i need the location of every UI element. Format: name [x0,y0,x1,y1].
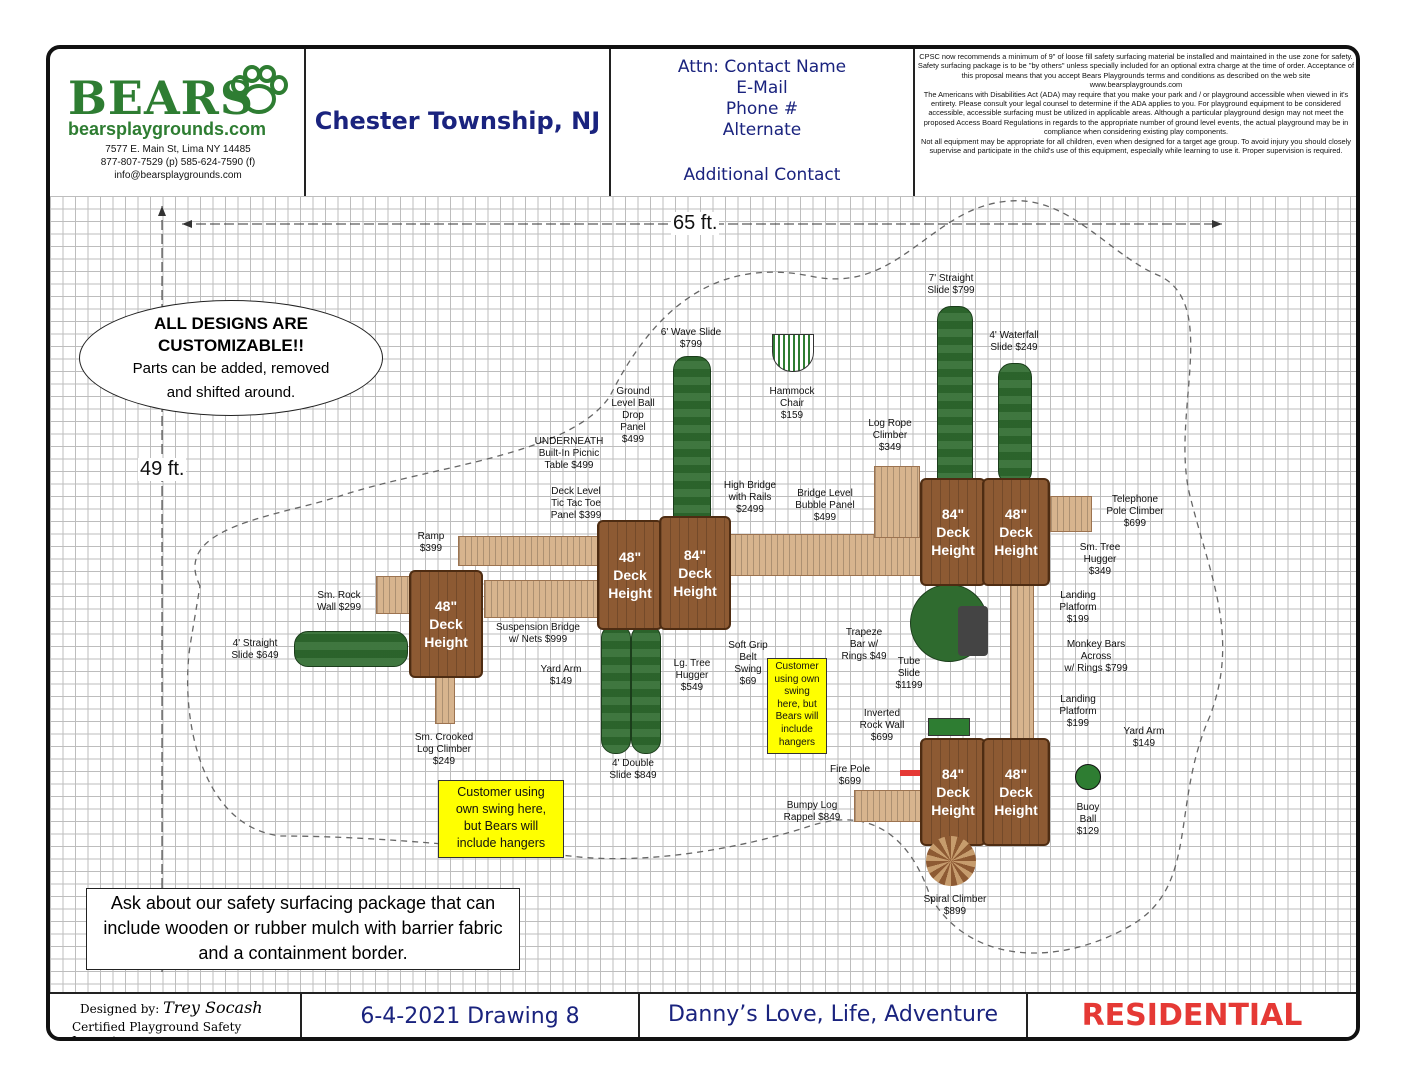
surfacing-note: Ask about our safety surfacing package t… [86,888,520,970]
ramp [458,536,606,566]
paw-icon [231,65,288,114]
label-tree-hugger-sm: Sm. Tree Hugger $349 [1079,542,1121,577]
label-buoy: Buoy Ball $129 [1076,802,1100,837]
label-grip-swing: Soft Grip Belt Swing $69 [728,640,768,687]
deck-right-top-48: 48" Deck Height [982,478,1050,586]
wave-slide [673,356,711,530]
plan-grid: 65 ft. 49 ft. ALL DESIGNS ARE CUSTOMIZAB… [50,196,1356,992]
deck-left: 48" Deck Height [409,570,483,678]
drawing-block: 6-4-2021 Drawing 8 [302,994,640,1037]
double-slide-right [631,624,661,754]
contact-block: Attn: Contact Name E-Mail Phone # Altern… [611,49,915,196]
customizable-callout: ALL DESIGNS ARE CUSTOMIZABLE!! Parts can… [79,300,383,416]
label-landing-1: Landing Platform $199 [1059,590,1097,625]
label-inverted-rock: Inverted Rock Wall $699 [859,708,905,743]
label-waterfall: 4' Waterfall Slide $249 [989,330,1039,353]
label-crooked-log: Sm. Crooked Log Climber $249 [414,732,474,767]
label-suspension: Suspension Bridge w/ Nets $999 [496,622,580,645]
customizable-body: Parts can be added, removed and shifted … [132,360,330,401]
deck-right-bot-48: 48" Deck Height [982,738,1050,846]
contact-attn: Attn: Contact Name [677,57,847,77]
hammock-chair [772,334,814,372]
label-fire-pole: Fire Pole $699 [829,764,870,787]
crooked-log-climber [435,674,455,724]
label-bumpy-log: Bumpy Log Rappel $849 [783,800,841,823]
designer-name: Trey Socash [163,998,263,1017]
deck-right-top-84: 84" Deck Height [920,478,986,586]
designed-by-label: Designed by: [80,1002,160,1016]
phone-fax: 877-807-7529 (p) 585-624-7590 (f) [100,157,256,168]
label-rock-wall: Sm. Rock Wall $299 [316,590,362,613]
rock-wall [376,576,412,614]
title-block: BEARS bearsplaygrounds.com 7577 E. Main … [50,49,1356,198]
label-log-rope: Log Rope Climber $349 [868,418,912,453]
drawing-frame: BEARS bearsplaygrounds.com 7577 E. Main … [46,45,1360,1041]
location-title: Chester Township, NJ [314,107,601,135]
deck-center-48: 48" Deck Height [597,520,663,630]
designer-title: Certified Playground Safety Inspector [72,1020,242,1041]
log-rope-climber [874,466,920,538]
inverted-rock-wall [928,718,970,736]
swing-note-center: Customer using own swing here, but Bears… [767,658,827,754]
label-telephone: Telephone Pole Climber $699 [1106,494,1164,529]
swing-note-left: Customer using own swing here, but Bears… [438,780,564,858]
label-straight-slide-4: 4' Straight Slide $649 [231,638,279,661]
safety-disclaimer: CPSC now recommends a minimum of 9" of l… [917,52,1355,156]
label-tictactoe: Deck Level Tic Tac Toe Panel $399 [550,486,602,521]
drawing-title: 6-4-2021 Drawing 8 [360,1004,580,1029]
contact-phone: Phone # [725,99,799,119]
label-ball-drop: Ground Level Ball Drop Panel $499 [611,386,655,445]
designer-block: Designed by: Trey Socash Certified Playg… [50,994,302,1041]
location-block: Chester Township, NJ [306,49,611,196]
spiral-climber [926,836,976,886]
label-yard-arm-right: Yard Arm $149 [1123,726,1165,749]
brand-logo: BEARS [68,71,255,125]
project-name: Danny’s Love, Life, Adventure [667,1002,999,1027]
label-hammock: Hammock Chair $159 [769,386,815,421]
monkey-bars [1010,576,1034,760]
deck-center-84: 84" Deck Height [659,516,731,630]
email: info@bearsplaygrounds.com [114,170,242,181]
telephone-pole-climber [1050,496,1092,532]
width-dimension: 65 ft. [671,212,720,235]
straight-slide-4ft [294,631,408,667]
label-bubble: Bridge Level Bubble Panel $499 [795,488,855,523]
project-block: Danny’s Love, Life, Adventure [640,994,1028,1037]
label-tube-slide: Tube Slide $1199 [895,656,923,691]
address: 7577 E. Main St, Lima NY 14485 [105,144,251,155]
label-monkey-bars: Monkey Bars Across w/ Rings $799 [1064,639,1128,674]
label-picnic: UNDERNEATH Built-In Picnic Table $499 [534,436,604,471]
residential-label: RESIDENTIAL [1081,998,1303,1033]
label-high-bridge: High Bridge with Rails $2499 [723,480,777,515]
label-spiral: Spiral Climber $899 [923,894,987,917]
suspension-bridge [484,580,598,618]
label-trapeze: Trapeze Bar w/ Rings $49 [841,627,887,662]
height-dimension: 49 ft. [138,458,187,481]
label-wave-slide: 6' Wave Slide $799 [660,327,722,350]
contact-additional: Additional Contact [683,165,841,185]
logo-block: BEARS bearsplaygrounds.com 7577 E. Main … [50,49,306,196]
label-double-slide: 4' Double Slide $849 [609,758,657,781]
label-yard-arm-left: Yard Arm $149 [540,664,582,687]
contact-alternate: Alternate [722,120,802,140]
label-tree-hugger-lg: Lg. Tree Hugger $549 [673,658,711,693]
footer-block: Designed by: Trey Socash Certified Playg… [50,992,1356,1041]
fire-pole [900,770,920,776]
waterfall-slide [998,363,1032,485]
double-slide-left [601,624,631,754]
brand-url: bearsplaygrounds.com [68,119,267,139]
buoy-ball [1075,764,1101,790]
label-landing-2: Landing Platform $199 [1059,694,1097,729]
bumpy-log-rappel [854,790,924,822]
label-straight-slide-7: 7' Straight Slide $799 [927,273,975,296]
contact-email: E-Mail [736,78,788,98]
high-bridge [728,534,924,576]
label-ramp: Ramp $399 [417,531,445,554]
type-block: RESIDENTIAL [1028,994,1356,1037]
customizable-title: ALL DESIGNS ARE CUSTOMIZABLE!! [154,314,308,355]
tube-slide-exit [958,606,988,656]
deck-right-bot-84: 84" Deck Height [920,738,986,846]
